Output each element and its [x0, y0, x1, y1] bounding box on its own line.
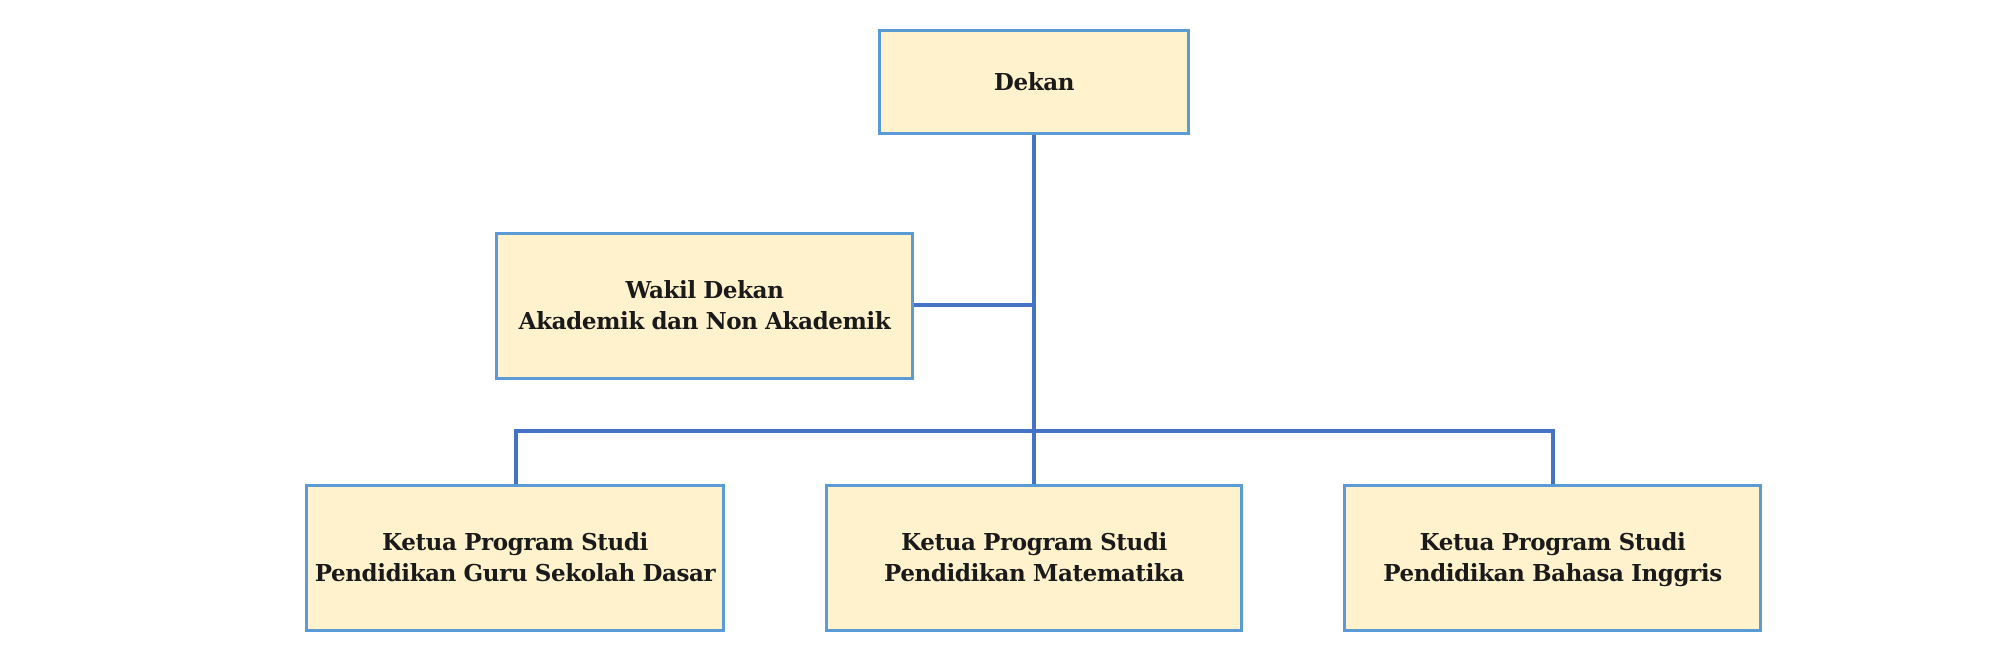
connector-program-heads-bus — [514, 429, 1555, 433]
connector-main-vertical — [1032, 135, 1036, 484]
connector-left-drop — [514, 429, 518, 484]
program-name: Pendidikan Bahasa Inggris — [1383, 560, 1722, 587]
dean-title: Dekan — [993, 68, 1075, 96]
connector-vice-dean-branch — [914, 303, 1034, 307]
program-head-box-pgsd: Ketua Program Studi Pendidikan Guru Seko… — [305, 484, 725, 632]
program-head-box-math: Ketua Program Studi Pendidikan Matematik… — [825, 484, 1243, 632]
vice-dean-box: Wakil Dekan Akademik dan Non Akademik — [495, 232, 914, 380]
connector-right-drop — [1551, 429, 1555, 484]
program-head-title: Ketua Program Studi — [901, 529, 1167, 556]
program-name: Pendidikan Guru Sekolah Dasar — [314, 560, 716, 587]
program-head-box-english: Ketua Program Studi Pendidikan Bahasa In… — [1343, 484, 1762, 632]
vice-dean-subtitle: Akademik dan Non Akademik — [518, 308, 891, 335]
program-head-title: Ketua Program Studi — [1419, 529, 1686, 556]
vice-dean-title: Wakil Dekan — [625, 277, 784, 304]
program-name: Pendidikan Matematika — [884, 560, 1184, 587]
dean-box: Dekan — [878, 29, 1190, 135]
program-head-title: Ketua Program Studi — [382, 529, 648, 556]
